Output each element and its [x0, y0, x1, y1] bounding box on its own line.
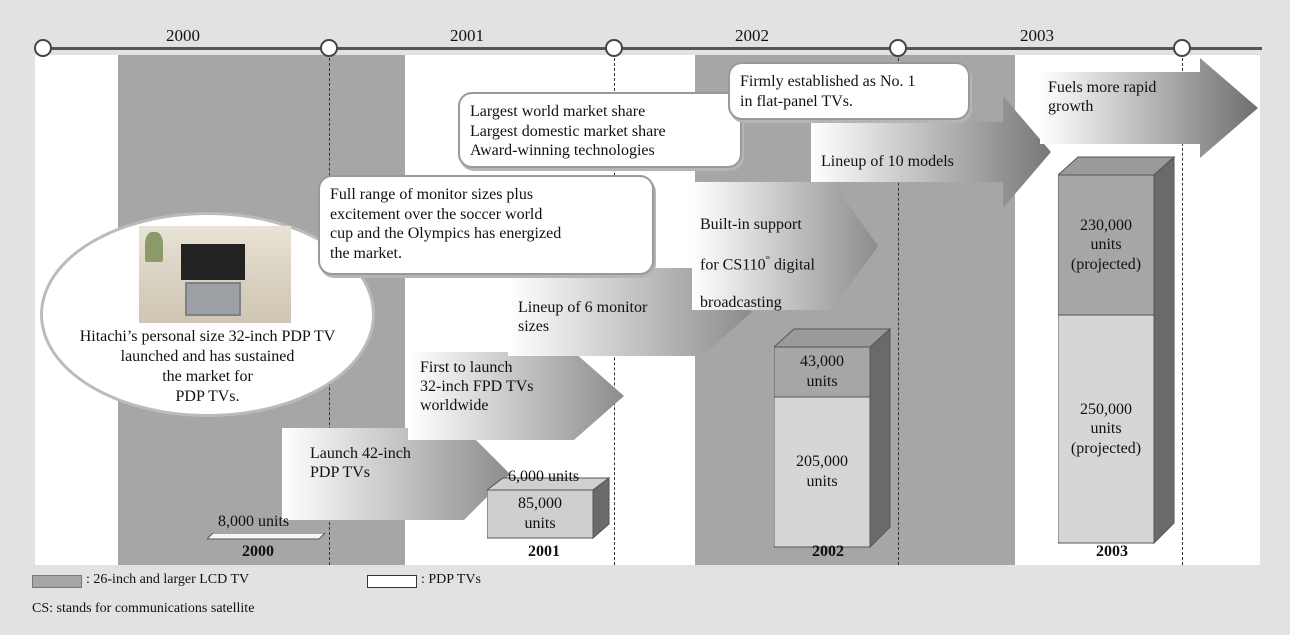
- arrow-lineup-10: Lineup of 10 models: [811, 96, 1051, 208]
- arrow-lineup-10-label: Lineup of 10 models: [821, 153, 954, 170]
- divider-2002: [898, 58, 899, 565]
- arrow-cs110: Built-in support for CS110° digital broa…: [692, 182, 878, 312]
- arrow-first-32-label: First to launch 32-inch FPD TVs worldwid…: [420, 359, 534, 415]
- arrow-shape: [282, 428, 510, 520]
- bar-2002-pdp-label: 205,000 units: [796, 453, 848, 490]
- arrow-lineup-6: Lineup of 6 monitor sizes: [508, 268, 752, 356]
- bottom-year-label: 2000: [242, 543, 274, 560]
- arrow-lineup-6-label: Lineup of 6 monitor sizes: [518, 299, 648, 336]
- bar-2003-lcd-label: 230,000 units (projected): [1070, 216, 1142, 273]
- bar-2001-lcd-label: 6,000 units: [508, 468, 580, 485]
- legend-lcd-label: : 26-inch and larger LCD TV: [86, 572, 250, 587]
- cs110-degree: °: [765, 253, 771, 266]
- bubble-largest-share: Largest world market share Largest domes…: [458, 92, 742, 168]
- arrow-shape: [408, 352, 624, 440]
- timeline-axis: [40, 47, 1262, 50]
- tv-stand-shape: [185, 282, 241, 316]
- bar-2002-lcd: 43,000 units: [774, 347, 870, 397]
- timeline-year-label: 2001: [450, 26, 484, 45]
- timeline-node: [889, 39, 907, 57]
- bar-2003-lcd: 230,000 units (projected): [1058, 175, 1154, 315]
- divider-2003: [1182, 58, 1183, 565]
- arrow-shape: [1040, 58, 1258, 158]
- cs110-line3: broadcasting: [700, 294, 782, 312]
- legend-pdp-swatch: [367, 575, 417, 588]
- bar-2001-shape: [487, 477, 611, 540]
- cs110-line1: Built-in support: [700, 216, 802, 234]
- bar-2003-shape: [1058, 155, 1176, 545]
- cs110-line2b: digital: [770, 255, 815, 273]
- bubble-full-range: Full range of monitor sizes plus excitem…: [318, 175, 654, 275]
- legend-lcd-swatch: [32, 575, 82, 588]
- bar-2003-pdp-label: 250,000 units (projected): [1070, 400, 1142, 457]
- arrow-shape: [508, 268, 752, 356]
- bottom-year-label: 2001: [528, 543, 560, 560]
- timeline-year-label: 2003: [1020, 26, 1054, 45]
- arrow-launch-42-label: Launch 42-inch PDP TVs: [310, 445, 411, 482]
- bar-2001-pdp-label: 85,000 units: [518, 495, 562, 532]
- bubble-no1: Firmly established as No. 1 in flat-pane…: [728, 62, 970, 120]
- arrow-launch-42: Launch 42-inch PDP TVs: [282, 428, 510, 520]
- tv-screen-shape: [181, 244, 245, 280]
- footnote: CS: stands for communications satellite: [32, 601, 255, 616]
- bottom-year-label: 2003: [1096, 543, 1128, 560]
- arrow-first-32: First to launch 32-inch FPD TVs worldwid…: [408, 352, 624, 440]
- timeline-node: [605, 39, 623, 57]
- arrow-cs110-label: Built-in support for CS110° digital broa…: [700, 196, 815, 312]
- arrow-shape: [692, 182, 878, 310]
- timeline-node: [34, 39, 52, 57]
- bar-2002-pdp: 205,000 units: [774, 397, 870, 547]
- bar-2000-slab: [207, 533, 326, 540]
- arrow-fuels-growth-label: Fuels more rapid growth: [1048, 79, 1157, 116]
- bar-2003-pdp: 250,000 units (projected): [1058, 315, 1154, 543]
- timeline-node: [320, 39, 338, 57]
- bar-2002-shape: [774, 327, 892, 549]
- bar-2002-lcd-label: 43,000 units: [800, 353, 844, 390]
- arrow-fuels-growth: Fuels more rapid growth: [1040, 58, 1258, 158]
- cs110-line2a: for CS110: [700, 255, 766, 273]
- bottom-year-label: 2002: [812, 543, 844, 560]
- pdp-tv-photo: [139, 226, 291, 323]
- photo-caption: Hitachi’s personal size 32-inch PDP TV l…: [79, 328, 336, 405]
- timeline-node: [1173, 39, 1191, 57]
- timeline-year-label: 2000: [166, 26, 200, 45]
- legend-pdp-label: : PDP TVs: [421, 572, 481, 587]
- bar-2000-pdp-label: 8,000 units: [218, 513, 290, 530]
- plant-shape: [145, 232, 163, 262]
- bar-2001-pdp: 85,000 units: [487, 490, 593, 538]
- arrow-shape: [811, 96, 1051, 208]
- timeline-year-label: 2002: [735, 26, 769, 45]
